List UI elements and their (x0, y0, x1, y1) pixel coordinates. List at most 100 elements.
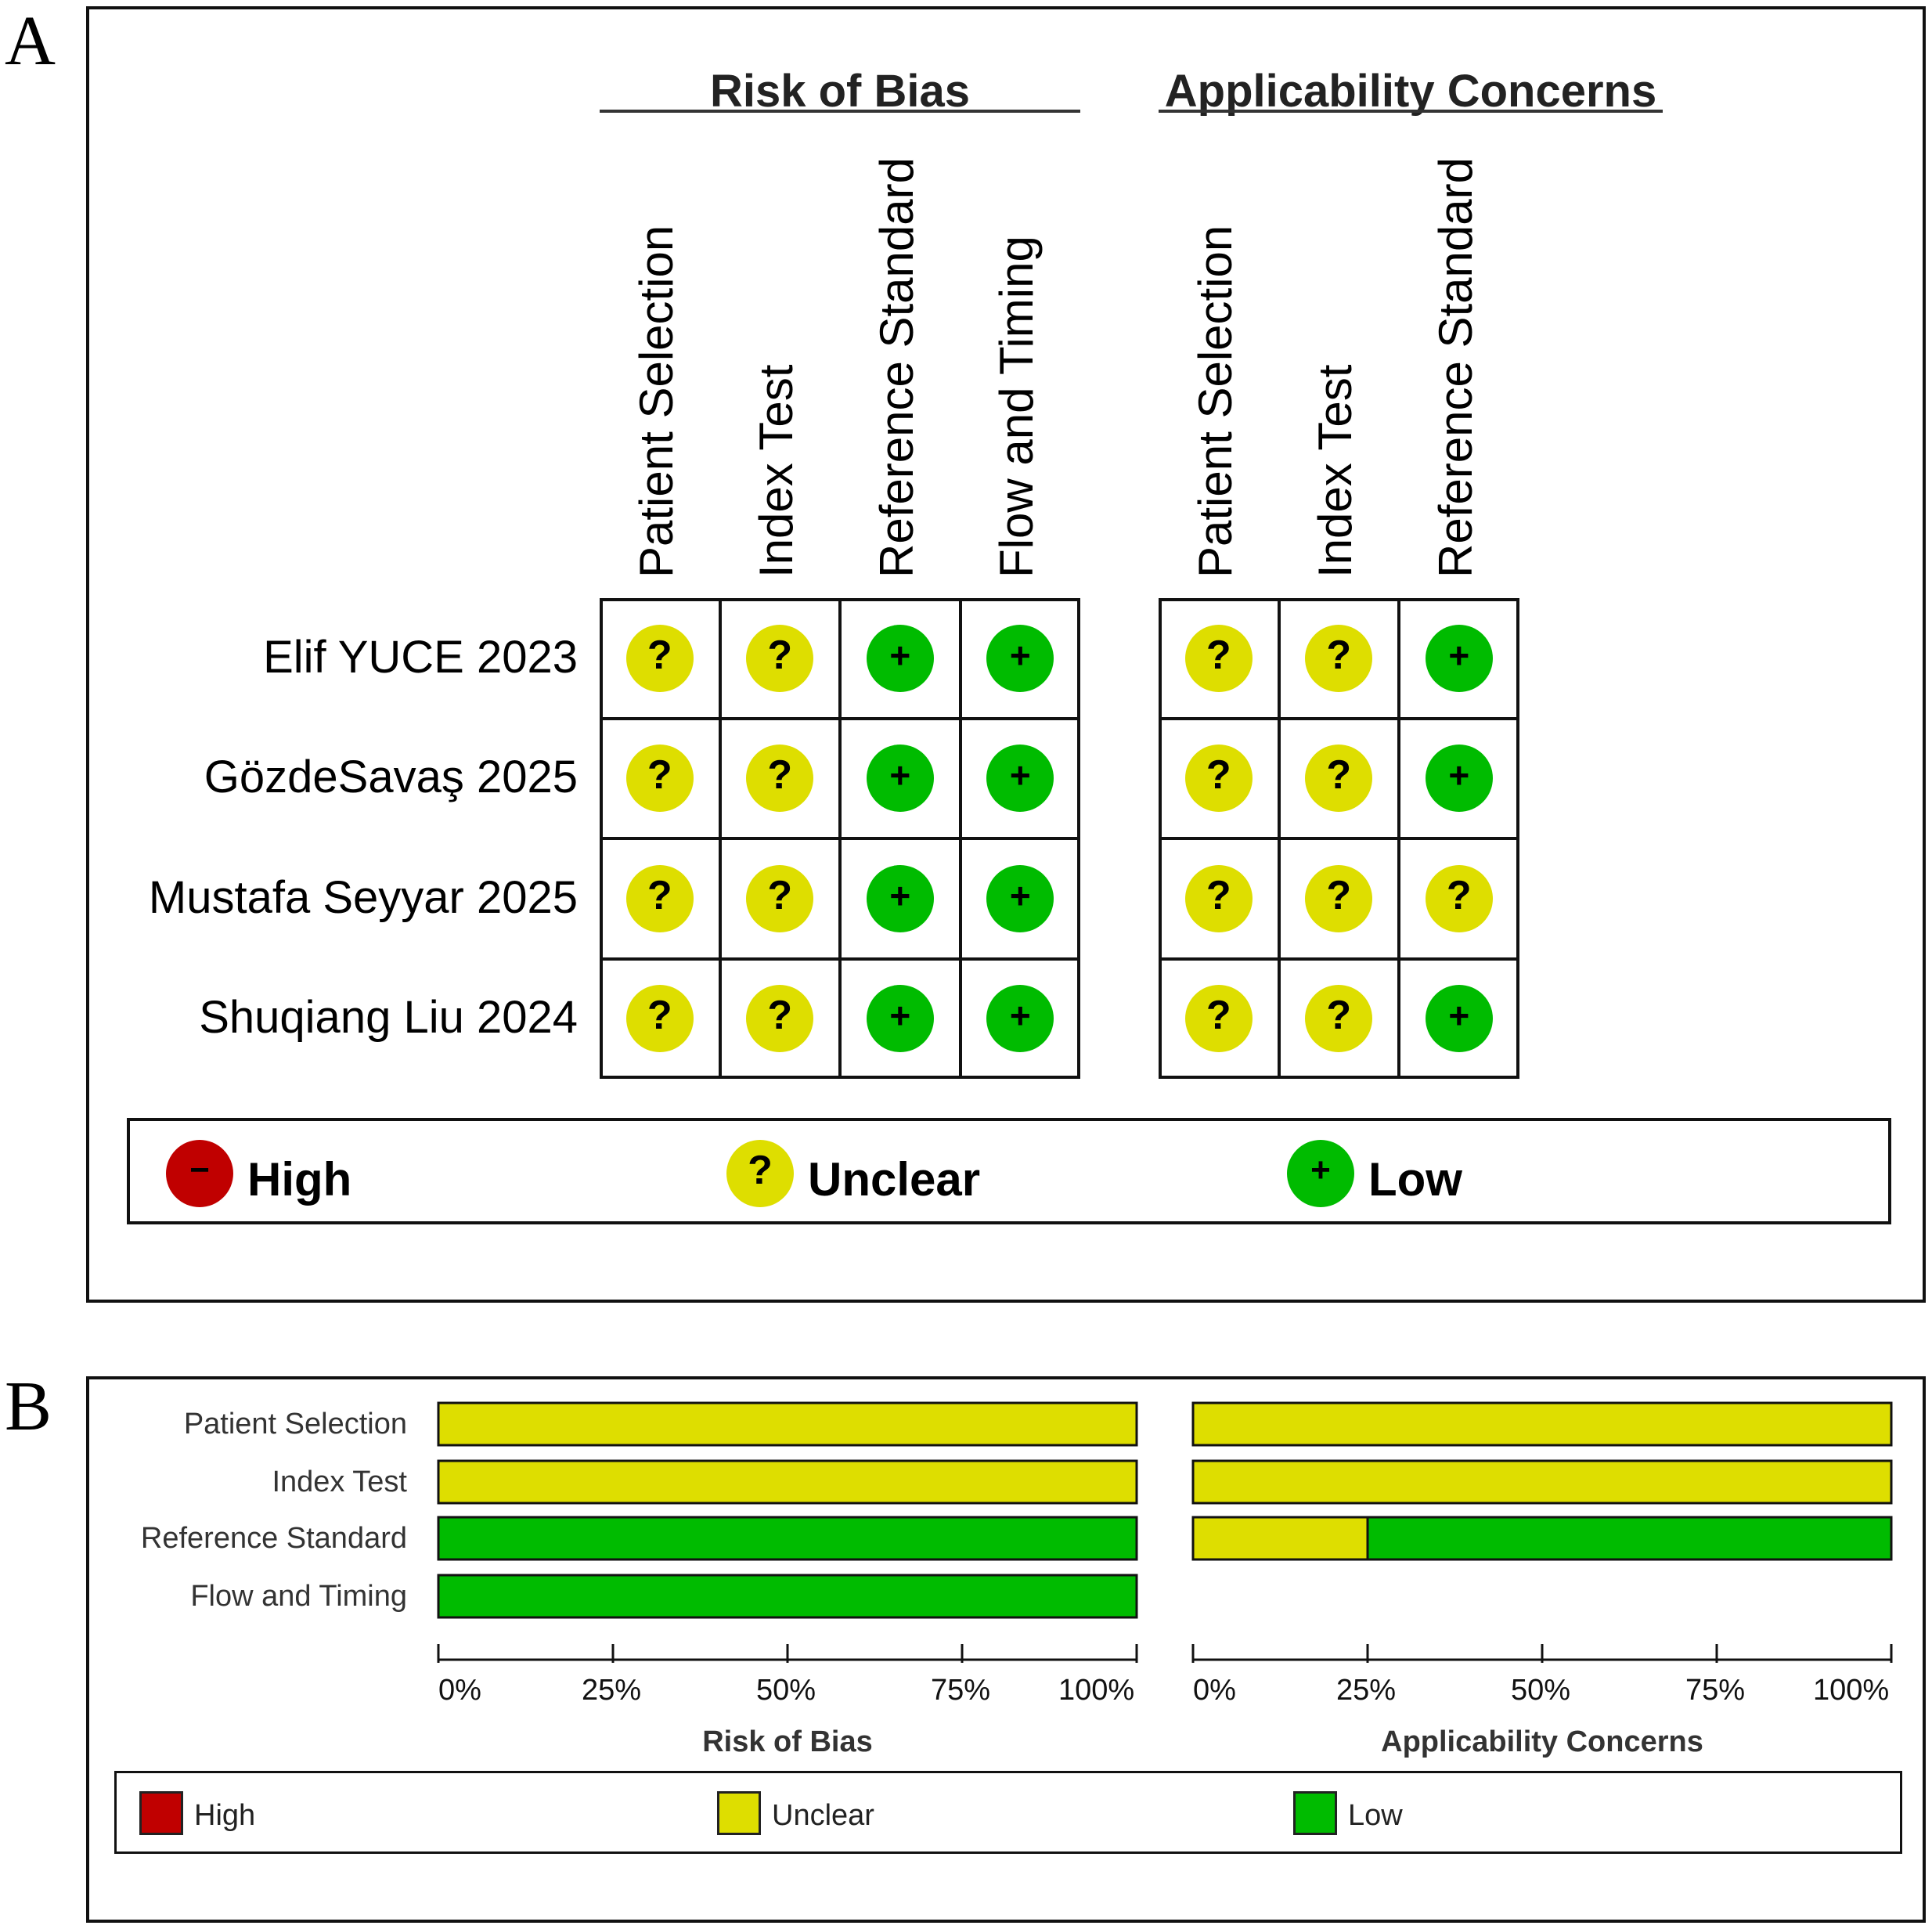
unclear-judgement-dot: ? (1305, 864, 1373, 932)
unclear-glyph-icon: ? (1206, 993, 1231, 1039)
unclear-glyph-icon: ? (767, 632, 793, 678)
judgement-cell: ? (600, 718, 720, 838)
x-tick-label: 25% (1336, 1674, 1397, 1707)
low-judgement-dot: + (1425, 985, 1493, 1053)
judgement-cell: + (960, 958, 1080, 1079)
low-judgement-dot: + (1425, 624, 1493, 692)
unclear-judgement-dot: ? (625, 864, 694, 932)
judgement-cell: ? (1159, 598, 1279, 719)
low-glyph-icon: + (889, 995, 911, 1037)
judgement-cell: ? (719, 718, 840, 838)
judgement-cell: ? (600, 958, 720, 1079)
x-axis-title: Risk of Bias (702, 1725, 873, 1758)
judgement-cell: + (1399, 718, 1519, 838)
unclear-judgement-dot: ? (1305, 624, 1373, 692)
low-judgement-dot: + (866, 985, 934, 1053)
unclear-glyph-icon: ? (647, 752, 672, 799)
low-judgement-dot: + (986, 985, 1054, 1053)
unclear-legend-glyph-icon: ? (748, 1148, 773, 1193)
low-judgement-dot: + (986, 624, 1054, 692)
bar-segment-unclear (437, 1401, 1138, 1447)
judgement-cell: + (1399, 958, 1519, 1079)
unclear-judgement-dot: ? (1425, 864, 1493, 932)
applicability-group-title: Applicability Concerns (1164, 66, 1657, 117)
panel-b-legend (114, 1771, 1902, 1854)
low-glyph-icon: + (889, 755, 911, 796)
unclear-glyph-icon: ? (647, 632, 672, 678)
unclear-glyph-icon: ? (767, 752, 793, 799)
low-glyph-icon: + (1009, 755, 1031, 796)
panel-a-frame (86, 6, 1926, 1303)
low-judgement-dot: + (986, 864, 1054, 932)
bar-segment-unclear (437, 1459, 1138, 1505)
unclear-judgement-dot: ? (746, 745, 814, 813)
judgement-cell: ? (1159, 958, 1279, 1079)
judgement-cell: ? (600, 598, 720, 719)
low-legend-label: Low (1348, 1799, 1403, 1832)
x-tick-label: 75% (931, 1674, 991, 1707)
study-row-label: Elif YUCE 2023 (263, 631, 578, 683)
high-legend-swatch (139, 1791, 183, 1835)
low-judgement-dot: + (1425, 745, 1493, 813)
low-glyph-icon: + (1448, 995, 1470, 1037)
x-tick-label: 50% (756, 1674, 816, 1707)
low-glyph-icon: + (889, 874, 911, 916)
x-tick-label: 100% (1813, 1674, 1890, 1707)
x-tick-label: 75% (1685, 1674, 1746, 1707)
unclear-legend-label: Unclear (772, 1799, 874, 1832)
judgement-cell: ? (1278, 718, 1399, 838)
study-row-label: Mustafa Seyyar 2025 (148, 871, 578, 923)
x-tick-label: 50% (1511, 1674, 1571, 1707)
unclear-judgement-dot: ? (1305, 745, 1373, 813)
unclear-glyph-icon: ? (1326, 632, 1352, 678)
low-glyph-icon: + (1448, 755, 1470, 796)
judgement-cell: ? (1399, 838, 1519, 959)
category-label: Reference Standard (140, 1522, 407, 1555)
bar-segment-unclear (1191, 1459, 1893, 1505)
applicability-group-rule (1159, 110, 1663, 113)
panel-b-letter: B (5, 1368, 52, 1445)
panel-a-letter: A (5, 2, 56, 80)
panel-b-frame (86, 1376, 1926, 1923)
high-legend-label: High (194, 1799, 256, 1832)
bar-segment-low (437, 1516, 1138, 1561)
unclear-glyph-icon: ? (647, 872, 672, 918)
unclear-judgement-dot: ? (746, 985, 814, 1053)
judgement-cell: + (840, 718, 961, 838)
unclear-legend-swatch (717, 1791, 761, 1835)
judgement-cell: + (1399, 598, 1519, 719)
unclear-glyph-icon: ? (1206, 872, 1231, 918)
low-judgement-dot: + (866, 864, 934, 932)
low-legend-glyph-icon: + (1310, 1151, 1331, 1189)
unclear-glyph-icon: ? (647, 993, 672, 1039)
low-glyph-icon: + (889, 634, 911, 676)
judgement-cell: ? (1278, 598, 1399, 719)
low-judgement-dot: + (866, 745, 934, 813)
unclear-judgement-dot: ? (1305, 985, 1373, 1053)
category-label: Index Test (272, 1466, 407, 1498)
low-glyph-icon: + (1448, 634, 1470, 676)
unclear-judgement-dot: ? (1184, 864, 1253, 932)
high-legend-dot: − (166, 1140, 233, 1207)
judgement-cell: + (960, 718, 1080, 838)
low-judgement-dot: + (866, 624, 934, 692)
x-axis-title: Applicability Concerns (1381, 1725, 1703, 1758)
unclear-legend-label: Unclear (808, 1153, 981, 1206)
x-tick-label: 100% (1058, 1674, 1135, 1707)
judgement-cell: + (840, 958, 961, 1079)
study-row-label: Shuqiang Liu 2024 (199, 992, 578, 1044)
unclear-glyph-icon: ? (1206, 632, 1231, 678)
bar-segment-unclear (1191, 1516, 1369, 1561)
low-judgement-dot: + (986, 745, 1054, 813)
unclear-judgement-dot: ? (1184, 985, 1253, 1053)
unclear-judgement-dot: ? (625, 624, 694, 692)
unclear-glyph-icon: ? (767, 872, 793, 918)
risk-of-bias-group-rule (600, 110, 1080, 113)
low-glyph-icon: + (1009, 874, 1031, 916)
judgement-cell: ? (1159, 838, 1279, 959)
low-legend-dot: + (1287, 1140, 1354, 1207)
unclear-glyph-icon: ? (1326, 993, 1352, 1039)
unclear-judgement-dot: ? (1184, 624, 1253, 692)
unclear-judgement-dot: ? (746, 864, 814, 932)
